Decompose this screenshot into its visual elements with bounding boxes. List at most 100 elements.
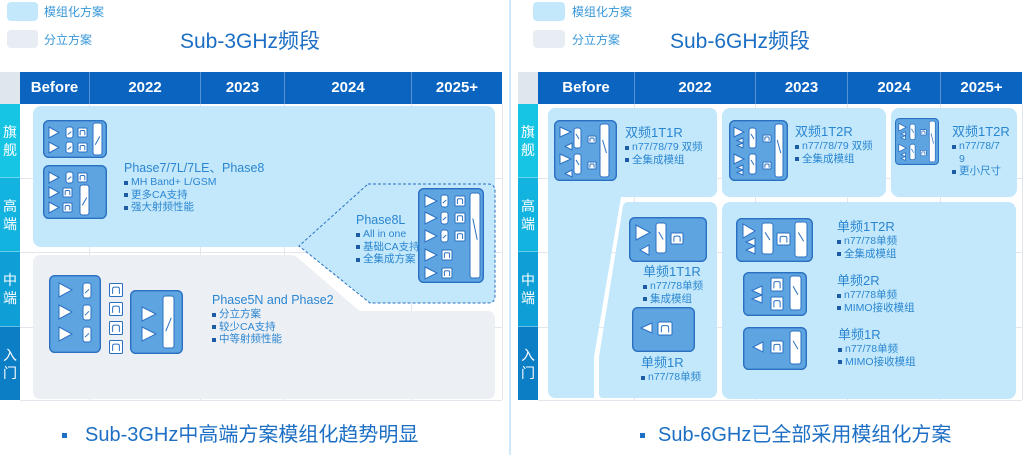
module-box	[894, 117, 939, 165]
bullet-icon	[641, 375, 645, 380]
filter-response	[112, 286, 120, 294]
feature-text: n77/78/79 双频	[802, 140, 873, 152]
tier-label: 高端	[521, 197, 535, 232]
feature-text: n77/78/79	[959, 140, 1000, 165]
solution-name: 双频1T2R	[795, 124, 853, 139]
solution-single-band-2r: 单频2R n77/78单频 MIMO接收模组	[837, 273, 915, 314]
filter-response	[64, 190, 71, 196]
pa-triangle	[48, 186, 61, 199]
switch-contact	[776, 139, 782, 154]
feature-text: n77/78单频	[845, 343, 899, 355]
feature-item: 强大射频性能	[124, 201, 264, 214]
legend-label-discrete: 分立方案	[44, 33, 93, 47]
lna-triangle	[735, 169, 744, 176]
switch-contact	[792, 285, 799, 295]
header-corner	[518, 72, 538, 104]
switch-contact	[764, 232, 771, 241]
filter-icon	[670, 232, 684, 245]
filter-icon	[657, 321, 673, 336]
filter-body	[587, 135, 597, 144]
antenna-switch-icon	[789, 330, 802, 365]
feature-item: n77/78单频	[641, 371, 701, 384]
filter-icon	[77, 142, 88, 153]
legend-label-discrete: 分立方案	[572, 33, 621, 47]
solution-name: 双频1T1R	[625, 125, 683, 140]
switch-icon	[65, 141, 74, 154]
switch-body	[92, 122, 103, 156]
lna-triangle	[563, 169, 573, 178]
switch-body	[469, 192, 481, 279]
solution-name: 单频1T2R	[837, 219, 895, 234]
pa-icon	[48, 201, 61, 214]
switch-contact	[442, 234, 447, 239]
solution-name: 单频1R	[641, 355, 684, 370]
header-2023: 2023	[755, 72, 847, 104]
filter-body	[919, 149, 927, 157]
bullet-icon	[356, 232, 360, 237]
filter-icon	[776, 232, 791, 246]
lna-triangle	[899, 131, 906, 137]
header-before: Before	[30, 79, 79, 96]
lna-triangle	[735, 137, 744, 144]
filter-response	[779, 235, 788, 243]
solution-name: Phase8L	[356, 213, 406, 227]
filter-body	[762, 161, 772, 170]
pa-icon	[424, 266, 439, 280]
pa-triangle	[48, 171, 61, 184]
rf-module-icon	[742, 271, 807, 316]
lna-triangle	[899, 135, 906, 141]
bullet-icon	[643, 297, 647, 301]
filter-icon	[109, 321, 123, 335]
lna-icon	[751, 341, 764, 353]
feature-text: 集成模组	[650, 292, 692, 305]
legend-swatch-modular	[7, 2, 38, 21]
filter-body	[77, 172, 88, 183]
switch-contact	[84, 310, 90, 316]
filter-response	[921, 151, 926, 155]
panel-divider	[509, 0, 511, 455]
rf-module-icon	[735, 217, 813, 262]
filter-response	[660, 325, 670, 333]
lna-icon	[735, 137, 744, 144]
filter-body	[441, 267, 453, 279]
filter-icon	[441, 249, 453, 261]
lna-triangle	[744, 237, 756, 247]
switch-body	[82, 326, 92, 343]
lna-icon	[899, 155, 906, 161]
tier-label: 高端	[3, 197, 17, 232]
feature-list: n77/78/79 更小尺寸	[952, 140, 1010, 178]
filter-response	[773, 343, 781, 351]
timeline-header: Before 2022 2023 2024 2025+	[538, 72, 1022, 104]
legend-swatch-modular	[533, 2, 565, 21]
filter-body	[454, 195, 466, 207]
switch-contact	[797, 232, 805, 242]
feature-item: All in one	[356, 228, 420, 241]
filter-body	[77, 142, 88, 153]
solution-single-band-1t2r: 单频1T2R n77/78单频 全集成模组	[837, 219, 897, 260]
antenna-switch-icon	[794, 221, 808, 258]
pa-icon	[48, 171, 61, 184]
switch-body	[761, 222, 774, 255]
switch-contact	[67, 131, 72, 135]
solution-dual-band-1t1r: 双频1T1R n77/78/79 双频 全集成模组	[625, 125, 703, 166]
filter-icon	[919, 129, 927, 136]
bullet-icon	[124, 205, 128, 210]
filter-body	[770, 340, 784, 354]
lna-icon	[735, 169, 744, 176]
filter-body	[776, 232, 791, 246]
filter-icon	[62, 187, 73, 198]
bullet-icon	[952, 144, 956, 149]
pa-icon	[424, 194, 439, 208]
feature-list: n77/78单频 集成模组	[643, 280, 703, 305]
bullet-icon	[356, 257, 360, 262]
tier-entry: 入门	[518, 327, 538, 400]
pa-icon	[635, 224, 652, 241]
pa-icon	[48, 141, 61, 154]
pa-switch-module-icon	[48, 274, 101, 353]
switch-contact	[84, 288, 90, 294]
lna-icon	[639, 322, 653, 334]
filter-icon	[62, 202, 73, 213]
feature-text: n77/78单频	[844, 235, 898, 247]
bullet-icon	[124, 193, 128, 197]
